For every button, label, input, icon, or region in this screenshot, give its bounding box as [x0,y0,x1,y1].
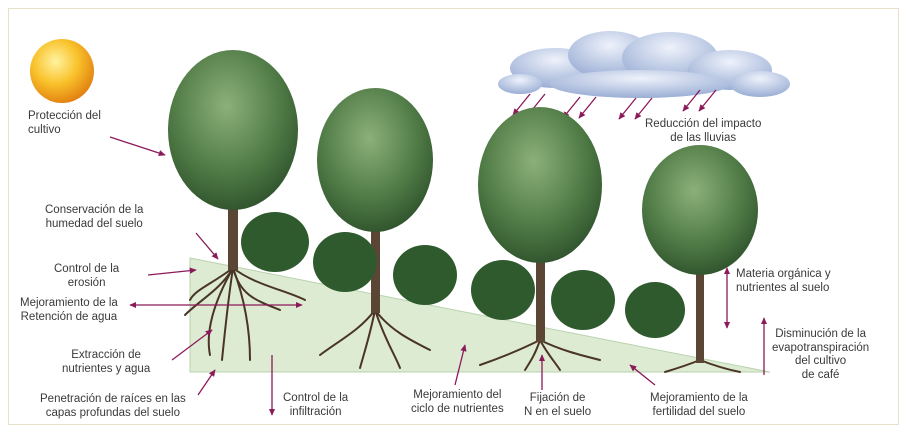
arrow-erosion [148,270,196,275]
label-organic-matter-line1: Materia orgánica y [736,268,831,282]
label-water-retention-line1: Mejoramiento de la [20,297,118,311]
sun-icon [30,39,94,103]
label-n-fixation: Fijación de N en el suelo [524,392,591,419]
label-soil-fertility-line1: Mejoramiento de la [650,392,748,406]
label-root-penetration-line1: Penetración de raíces en las [40,393,186,407]
label-nutrient-extraction-line2: nutrientes y agua [62,363,150,377]
label-root-penetration: Penetración de raíces en las capas profu… [40,393,186,420]
label-erosion: Control de la erosión [54,263,119,290]
label-soil-moisture-line1: Conservación de la [45,204,143,218]
cloud-icon [498,31,790,98]
arrow-crop-protection [110,137,165,155]
label-soil-fertility-line2: fertilidad del suelo [650,406,748,420]
label-rain-impact-line1: Reducción del impacto [645,118,761,132]
label-evapotranspiration: Disminución de la evapotranspiración del… [772,328,869,382]
label-infiltration: Control de la infiltración [283,392,348,419]
label-evapotranspiration-line2: evapotranspiración [772,342,869,356]
label-rain-impact-line2: de las lluvias [645,132,761,146]
label-evapotranspiration-line1: Disminución de la [772,328,869,342]
label-erosion-line2: erosión [54,277,119,291]
label-soil-moisture-line2: humedad del suelo [45,218,143,232]
label-n-fixation-line1: Fijación de [524,392,591,406]
label-nutrient-cycle: Mejoramiento del ciclo de nutrientes [411,389,504,416]
label-crop-protection-line2: cultivo [28,124,101,138]
label-nutrient-extraction-line1: Extracción de [62,349,150,363]
label-infiltration-line1: Control de la [283,392,348,406]
label-nutrient-extraction: Extracción de nutrientes y agua [62,349,150,376]
arrow-root-penetration [198,370,215,395]
label-organic-matter-line2: nutrientes al suelo [736,282,831,296]
label-water-retention: Mejoramiento de la Retención de agua [20,297,118,324]
label-soil-moisture: Conservación de la humedad del suelo [45,204,143,231]
label-crop-protection-line1: Protección del [28,110,101,124]
label-evapotranspiration-line4: de café [772,369,869,383]
label-nutrient-cycle-line1: Mejoramiento del [411,389,504,403]
label-soil-fertility: Mejoramiento de la fertilidad del suelo [650,392,748,419]
label-erosion-line1: Control de la [54,263,119,277]
label-nutrient-cycle-line2: ciclo de nutrientes [411,403,504,417]
label-evapotranspiration-line3: del cultivo [772,355,869,369]
label-organic-matter: Materia orgánica y nutrientes al suelo [736,268,831,295]
label-crop-protection: Protección del cultivo [28,110,101,137]
label-water-retention-line2: Retención de agua [20,311,118,325]
arrow-soil-moisture [196,233,218,259]
label-infiltration-line2: infiltración [283,406,348,420]
label-root-penetration-line2: capas profundas del suelo [40,407,186,421]
label-rain-impact: Reducción del impacto de las lluvias [645,118,761,145]
label-n-fixation-line2: N en el suelo [524,406,591,420]
